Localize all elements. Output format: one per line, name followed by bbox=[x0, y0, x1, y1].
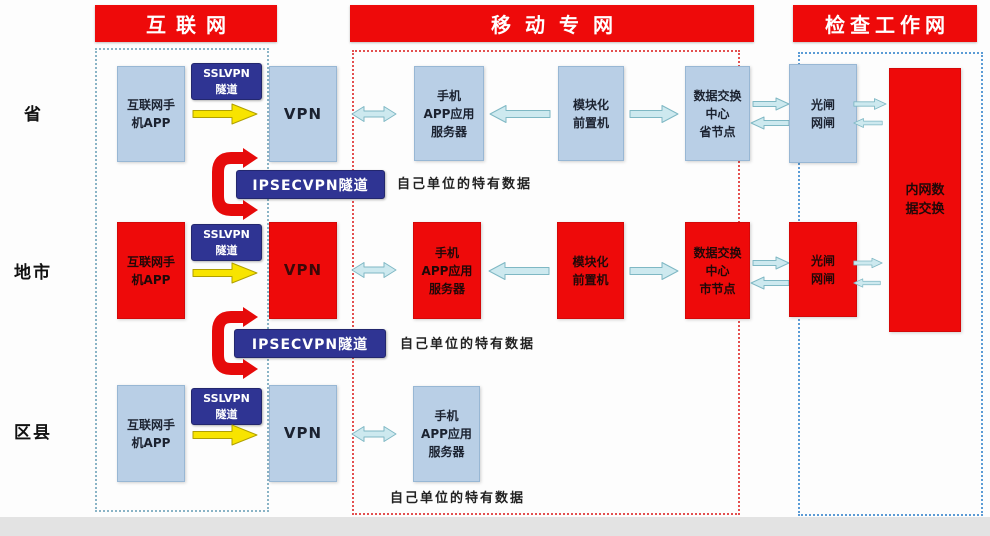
vpn-box-province: VPN bbox=[269, 66, 337, 162]
yellow-arrow-icon bbox=[192, 103, 258, 125]
small-left-arrow-icon bbox=[750, 116, 790, 130]
internet-app-box-province: 互联网手 机APP bbox=[117, 66, 185, 162]
banner-mobile: 移动专网 bbox=[350, 5, 754, 42]
app-server-box-county: 手机 APP应用 服务器 bbox=[413, 386, 480, 482]
vpn-box-city: VPN bbox=[269, 222, 337, 319]
front-module-box-province: 模块化 前置机 bbox=[558, 66, 624, 161]
vpn-box-county: VPN bbox=[269, 385, 337, 482]
left-arrow-icon bbox=[488, 261, 550, 281]
left-arrow-icon bbox=[489, 104, 551, 124]
ssl-vpn-tunnel-label-county: SSLVPN 隧道 bbox=[191, 388, 262, 425]
small-right-arrow-icon bbox=[752, 97, 790, 111]
app-server-box-city: 手机 APP应用 服务器 bbox=[413, 222, 481, 319]
ssl-vpn-tunnel-label-province: SSLVPN 隧道 bbox=[191, 63, 262, 100]
double-arrow-icon bbox=[351, 425, 397, 443]
yellow-arrow-icon bbox=[192, 424, 258, 446]
front-module-box-city: 模块化 前置机 bbox=[557, 222, 624, 319]
zone-internet bbox=[95, 48, 269, 512]
internet-app-box-county: 互联网手 机APP bbox=[117, 385, 185, 482]
small-right-arrow-icon bbox=[853, 256, 883, 270]
optical-gate-box-province: 光闸 网闸 bbox=[789, 64, 857, 163]
small-right-arrow-icon bbox=[752, 256, 790, 270]
double-arrow-icon bbox=[351, 261, 397, 279]
small-left-arrow-icon bbox=[853, 116, 883, 130]
ssl-vpn-tunnel-label-city: SSLVPN 隧道 bbox=[191, 224, 262, 261]
row-label-county: 区县 bbox=[14, 423, 52, 443]
small-right-arrow-icon bbox=[853, 97, 887, 111]
row-label-city: 地市 bbox=[14, 263, 52, 283]
small-left-arrow-icon bbox=[750, 276, 790, 290]
small-left-arrow-icon bbox=[853, 276, 881, 290]
optical-gate-box-city: 光闸 网闸 bbox=[789, 222, 857, 317]
row-label-province: 省 bbox=[24, 105, 43, 125]
own-data-caption-2: 自己单位的特有数据 bbox=[400, 337, 536, 352]
app-server-box-province: 手机 APP应用 服务器 bbox=[414, 66, 484, 161]
right-arrow-icon bbox=[629, 261, 679, 281]
exchange-center-box-city: 数据交换 中心 市节点 bbox=[685, 222, 750, 319]
own-data-caption-1: 自己单位的特有数据 bbox=[397, 177, 533, 192]
double-arrow-icon bbox=[351, 105, 397, 123]
internet-app-box-city: 互联网手 机APP bbox=[117, 222, 185, 319]
right-arrow-icon bbox=[629, 104, 679, 124]
banner-internet: 互联网 bbox=[95, 5, 277, 42]
ipsec-vpn-tunnel-label-1: IPSECVPN隧道 bbox=[236, 170, 385, 199]
yellow-arrow-icon bbox=[192, 262, 258, 284]
bottom-gray-strip bbox=[0, 517, 990, 536]
banner-inspection: 检查工作网 bbox=[793, 5, 977, 42]
ipsec-vpn-tunnel-label-2: IPSECVPN隧道 bbox=[234, 329, 386, 358]
exchange-center-box-province: 数据交换 中心 省节点 bbox=[685, 66, 750, 161]
own-data-caption-3: 自己单位的特有数据 bbox=[390, 491, 526, 506]
intranet-exchange-box: 内网数 据交换 bbox=[889, 68, 961, 332]
